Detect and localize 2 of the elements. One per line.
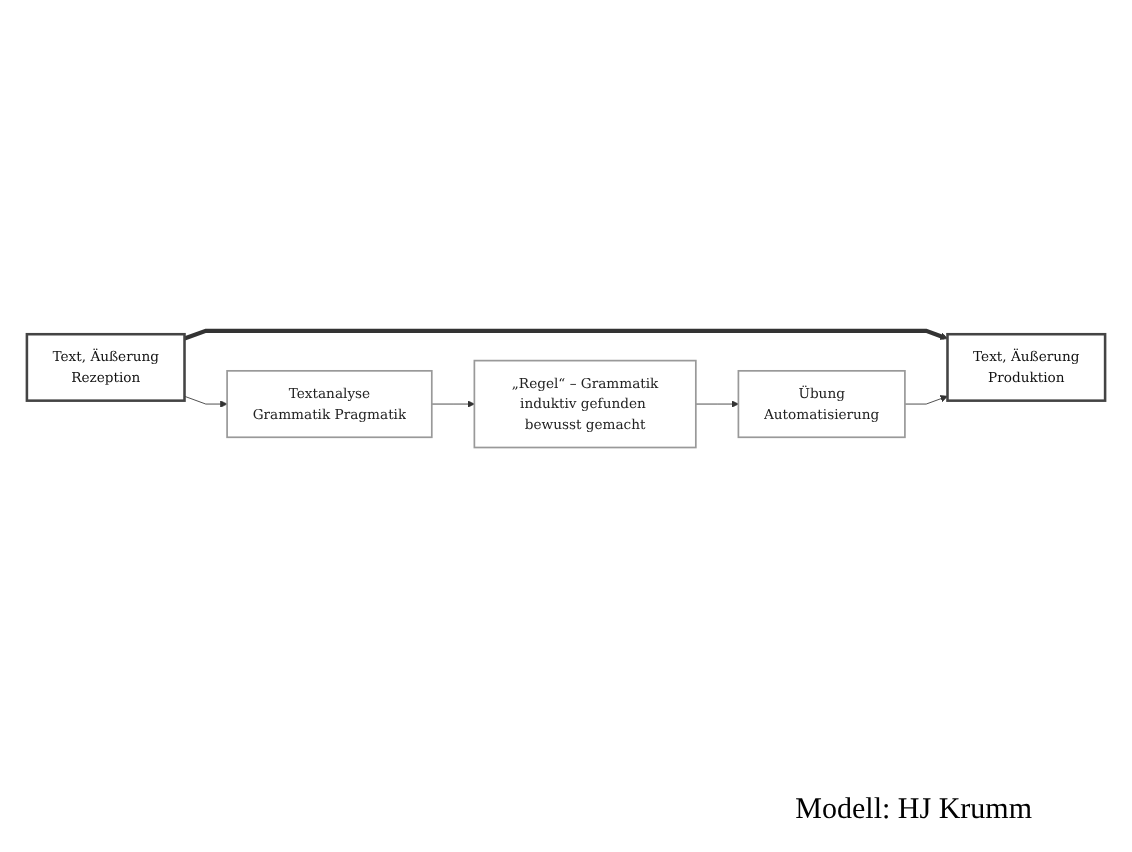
caption: Modell: HJ Krumm [795, 794, 1032, 828]
arrow [183, 329, 948, 342]
